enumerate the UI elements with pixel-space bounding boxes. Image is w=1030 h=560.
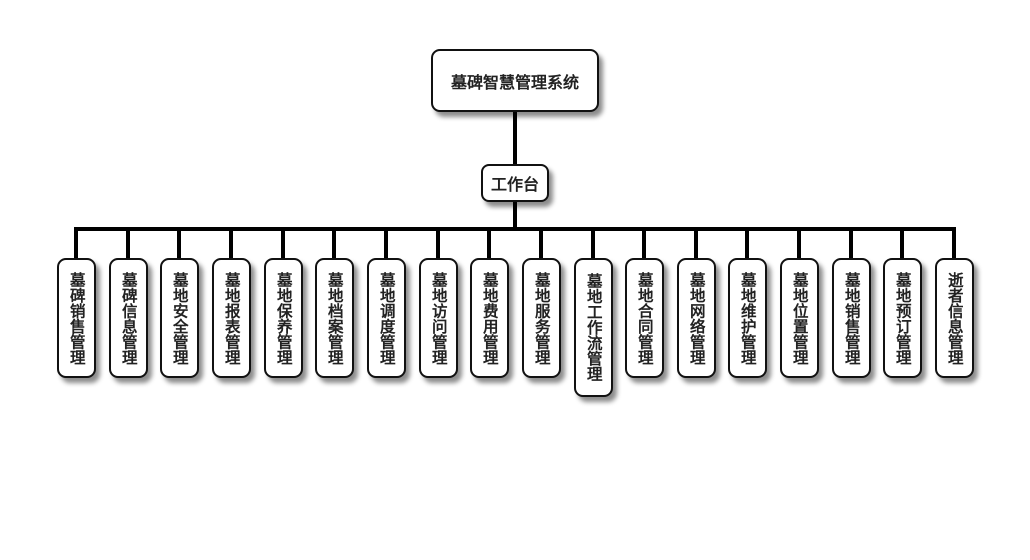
module-node-label: 墓地档案管理 xyxy=(325,271,344,365)
module-node[interactable]: 墓地网络管理 xyxy=(676,258,716,378)
module-node[interactable]: 墓地档案管理 xyxy=(314,258,354,378)
module-node-label: 逝者信息管理 xyxy=(945,271,964,365)
connector-module xyxy=(642,229,646,259)
module-node-label: 墓地网络管理 xyxy=(687,271,706,365)
module-node[interactable]: 墓地费用管理 xyxy=(469,258,509,378)
module-node-label: 墓地报表管理 xyxy=(222,271,241,365)
module-node[interactable]: 墓地保养管理 xyxy=(263,258,303,378)
module-node[interactable]: 墓地位置管理 xyxy=(779,258,819,378)
module-node[interactable]: 墓地预订管理 xyxy=(882,258,922,378)
module-node-label: 墓地工作流管理 xyxy=(584,273,603,382)
module-node-label: 墓地调度管理 xyxy=(377,271,396,365)
module-node[interactable]: 逝者信息管理 xyxy=(934,258,974,378)
connector-bus xyxy=(74,227,956,231)
module-node-label: 墓碑销售管理 xyxy=(67,271,86,365)
connector-hub-bus xyxy=(513,202,517,230)
connector-module xyxy=(332,229,336,259)
root-node-label: 墓碑智慧管理系统 xyxy=(450,72,579,92)
root-node[interactable]: 墓碑智慧管理系统 xyxy=(431,49,599,112)
connector-module xyxy=(797,229,801,259)
hub-node-label: 工作台 xyxy=(490,175,539,194)
connector-root-hub xyxy=(513,112,517,164)
module-node-label: 墓地合同管理 xyxy=(635,271,654,365)
module-node[interactable]: 墓地合同管理 xyxy=(624,258,664,378)
connector-module xyxy=(177,229,181,259)
module-node[interactable]: 墓碑信息管理 xyxy=(108,258,148,378)
connector-module xyxy=(126,229,130,259)
connector-module xyxy=(384,229,388,259)
module-node-label: 墓地访问管理 xyxy=(429,271,448,365)
module-node-label: 墓地位置管理 xyxy=(790,271,809,365)
module-node-label: 墓地维护管理 xyxy=(738,271,757,365)
connector-module xyxy=(745,229,749,259)
connector-module xyxy=(591,229,595,259)
module-node[interactable]: 墓地报表管理 xyxy=(211,258,251,378)
module-node[interactable]: 墓地安全管理 xyxy=(159,258,199,378)
module-node[interactable]: 墓地工作流管理 xyxy=(573,258,613,397)
module-node-label: 墓地保养管理 xyxy=(274,271,293,365)
module-node-label: 墓碑信息管理 xyxy=(119,271,138,365)
connector-module xyxy=(849,229,853,259)
module-node[interactable]: 墓碑销售管理 xyxy=(56,258,96,378)
module-node-label: 墓地安全管理 xyxy=(170,271,189,365)
connector-module xyxy=(281,229,285,259)
connector-module xyxy=(900,229,904,259)
connector-module xyxy=(74,229,78,259)
module-node[interactable]: 墓地访问管理 xyxy=(418,258,458,378)
connector-module xyxy=(539,229,543,259)
module-node[interactable]: 墓地维护管理 xyxy=(727,258,767,378)
connector-module xyxy=(436,229,440,259)
hub-node[interactable]: 工作台 xyxy=(481,164,549,202)
module-node-label: 墓地服务管理 xyxy=(532,271,551,365)
connector-module xyxy=(229,229,233,259)
module-node[interactable]: 墓地销售管理 xyxy=(831,258,871,378)
connector-module xyxy=(487,229,491,259)
module-node[interactable]: 墓地服务管理 xyxy=(521,258,561,378)
module-node-label: 墓地预订管理 xyxy=(893,271,912,365)
module-node-label: 墓地销售管理 xyxy=(842,271,861,365)
connector-module xyxy=(952,229,956,259)
connector-module xyxy=(694,229,698,259)
module-node-label: 墓地费用管理 xyxy=(480,271,499,365)
module-node[interactable]: 墓地调度管理 xyxy=(366,258,406,378)
